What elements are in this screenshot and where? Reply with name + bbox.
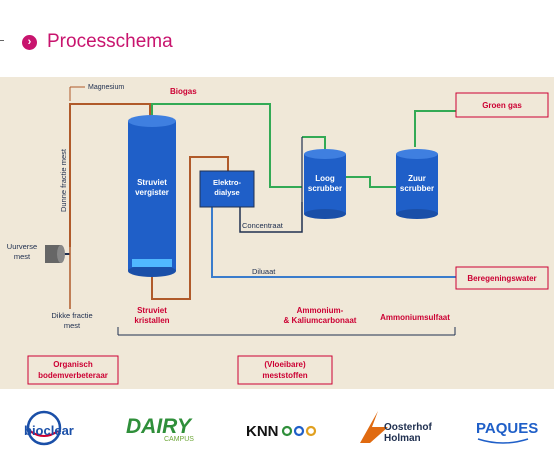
holman-text: Holman — [384, 433, 421, 444]
bioclear-text: bioclear — [24, 423, 74, 438]
biogas-line — [151, 103, 302, 188]
loog-label-2: scrubber — [308, 184, 342, 193]
chevron-right-icon: › — [22, 34, 37, 50]
dairy-campus-logo: DAIRY CAMPUS — [126, 415, 194, 443]
beregeningswater-box — [455, 266, 549, 290]
dikke-fractie-label-1: Dikke fractie — [51, 311, 92, 320]
diagram-background — [0, 77, 554, 389]
vloeibare-label-2: meststoffen — [262, 371, 307, 380]
kristallen-label-2: kristallen — [134, 316, 169, 325]
zuur-label-1: Zuur — [408, 174, 426, 183]
kristallen-label-1: Struviet — [137, 306, 167, 315]
organisch-box — [27, 355, 119, 385]
kristallen-line — [151, 262, 191, 300]
dairy-sub-text: CAMPUS — [164, 436, 194, 443]
dikke-fractie-label-2: mest — [64, 321, 81, 330]
vergister-to-elektro-line — [189, 156, 229, 262]
process-diagram: Struviet vergister Elektro- dialyse Loog… — [0, 77, 554, 389]
groen-gas-label: Groen gas — [482, 101, 522, 110]
oosterhof-holman-logo: Oosterhof Holman — [360, 411, 432, 444]
partner-logos: bioclear DAIRY CAMPUS KNN Oosterhof Holm… — [24, 410, 538, 446]
uurverse-mest-tank — [45, 245, 65, 263]
organisch-label-2: bodemverbeteraar — [38, 371, 108, 380]
loog-label-1: Loog — [315, 174, 335, 183]
dunne-fractie-line — [69, 103, 151, 247]
biogas-to-loog-line — [302, 136, 326, 150]
biogas-label: Biogas — [170, 87, 197, 96]
ammonium-label-1: Ammonium- — [297, 306, 344, 315]
diluaat-label: Diluaat — [252, 267, 276, 276]
zuur-scrubber-tank — [396, 149, 438, 219]
paques-text: PAQUES — [476, 420, 538, 437]
oosterhof-text: Oosterhof — [384, 422, 432, 433]
elektrodialyse-box — [199, 170, 255, 208]
struviet-vergister-tank — [128, 115, 176, 277]
organisch-label-1: Organisch — [53, 360, 93, 369]
groen-gas-box — [455, 92, 549, 118]
uurverse-label-2: mest — [14, 252, 31, 261]
slide-header: › Processchema — [22, 30, 173, 54]
vloeibare-box — [237, 355, 333, 385]
page-title: Processchema — [47, 31, 173, 52]
vergister-label-2: vergister — [135, 188, 169, 197]
bioclear-logo: bioclear — [24, 410, 74, 446]
zuur-to-groengas-line — [414, 110, 456, 147]
elektro-label-1: Elektro- — [213, 178, 241, 187]
knn-text: KNN — [246, 423, 279, 440]
vergister-label-1: Struviet — [137, 178, 167, 187]
ammoniumsulfaat-label: Ammoniumsulfaat — [380, 313, 450, 322]
beregeningswater-label: Beregeningswater — [467, 274, 536, 283]
loog-scrubber-tank — [304, 149, 346, 219]
slide-edge-mark — [0, 40, 4, 41]
loog-to-zuur-line — [346, 176, 396, 188]
magnesium-label: Magnesium — [88, 84, 124, 91]
concentraat-label: Concentraat — [242, 221, 284, 230]
diluaat-line — [211, 207, 456, 278]
paques-logo: PAQUES — [476, 420, 538, 444]
ammonium-label-2: & Kaliumcarbonaat — [284, 316, 357, 325]
elektro-label-2: dialyse — [214, 188, 239, 197]
dairy-text: DAIRY — [126, 415, 193, 438]
zuur-label-2: scrubber — [400, 184, 434, 193]
knn-logo: KNN — [246, 423, 317, 440]
uurverse-label-1: Uurverse — [7, 242, 37, 251]
vloeibare-label-1: (Vloeibare) — [264, 360, 306, 369]
dunne-fractie-label: Dunne fractie mest — [59, 148, 68, 212]
concentraat-line — [239, 202, 303, 233]
